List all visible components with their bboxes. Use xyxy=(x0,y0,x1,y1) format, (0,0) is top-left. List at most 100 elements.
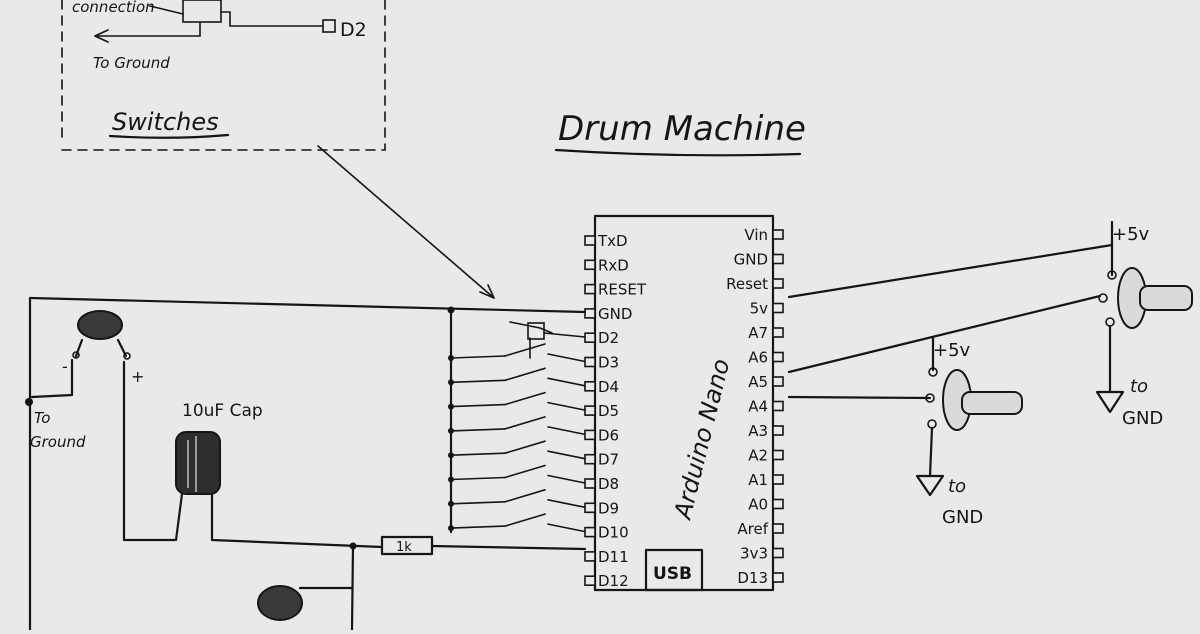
usb-label: USB xyxy=(653,564,692,584)
right-pin: A5 xyxy=(748,373,784,391)
pot1-ground-label-1: to xyxy=(1130,376,1148,397)
pin-box xyxy=(584,478,596,489)
pot2-pin-mid xyxy=(925,393,935,403)
push-switch xyxy=(448,367,586,387)
pot1-pin-bottom xyxy=(1105,317,1115,327)
pot2-supply-label: +5v xyxy=(933,340,971,361)
left-pin: D8 xyxy=(584,475,619,493)
pin-box xyxy=(584,380,596,392)
right-pin-label: A4 xyxy=(748,398,768,416)
right-pin: Vin xyxy=(744,226,784,244)
ground-junction xyxy=(25,398,33,406)
pot2-pin-bottom xyxy=(927,419,937,429)
arduino-board: Arduino Nano USB TxDRxDRESETGNDD2D3D4D5D… xyxy=(584,214,784,592)
plus-label: + xyxy=(131,367,144,386)
right-pin: A4 xyxy=(748,398,784,416)
usb-port xyxy=(644,548,704,592)
pin-box xyxy=(772,302,784,314)
left-pin: D10 xyxy=(584,524,629,542)
right-pin: D13 xyxy=(737,569,784,587)
d2-toggle-switch xyxy=(509,321,553,359)
bottom-jack-top xyxy=(257,585,303,621)
switches-inset: D2 connection To Ground Switches xyxy=(61,0,386,151)
right-pin: A7 xyxy=(748,324,784,342)
pot1-pin-mid xyxy=(1098,293,1108,303)
right-pin: A2 xyxy=(748,447,784,465)
right-pin-label: 3v3 xyxy=(740,545,768,563)
pin-box xyxy=(584,526,596,538)
pin-box xyxy=(584,356,596,368)
left-pin-label: D2 xyxy=(598,329,619,347)
push-switch xyxy=(448,513,586,533)
capacitor-highlight xyxy=(187,436,197,492)
jack-wires xyxy=(30,358,126,542)
pot1-ground-label-2: GND xyxy=(1122,408,1163,429)
jack-top xyxy=(77,310,123,340)
switches-label: Switches xyxy=(112,108,219,136)
inset-pin-label: D2 xyxy=(340,19,367,41)
pin-box xyxy=(584,308,596,319)
pin-box xyxy=(584,453,596,465)
right-pin-label: 5v xyxy=(750,300,769,318)
inset-ground-label: To Ground xyxy=(93,54,170,72)
pin-box xyxy=(584,575,596,587)
push-switch xyxy=(448,464,586,484)
left-pin: D5 xyxy=(584,402,619,420)
capacitor: 10uF Cap xyxy=(122,401,384,550)
left-pin-label: D6 xyxy=(598,426,619,444)
pot2-ground-symbol xyxy=(915,474,945,497)
pin-box xyxy=(772,498,784,510)
wire-5v xyxy=(787,243,1114,299)
right-pin-label: A1 xyxy=(748,471,768,489)
inset-wires xyxy=(94,5,324,37)
left-pin-label: D10 xyxy=(598,524,629,542)
right-pin-label: A3 xyxy=(748,422,768,440)
right-pin-label: A6 xyxy=(748,349,768,367)
left-pin-label: D7 xyxy=(598,451,619,469)
pot2-pin-top xyxy=(928,367,938,377)
left-ground-label-2: Ground xyxy=(30,433,86,451)
potentiometer-1: +5v to GND xyxy=(1095,220,1193,429)
wire-a5 xyxy=(787,294,1102,374)
pot2-ground-label-2: GND xyxy=(942,507,983,528)
pin-box xyxy=(772,474,784,485)
left-ground-label-1: To xyxy=(34,409,51,427)
pin-box xyxy=(772,572,784,583)
push-switch xyxy=(448,343,586,363)
capacitor-label: 10uF Cap xyxy=(182,401,263,421)
left-pin: D6 xyxy=(584,426,619,444)
left-pin: D4 xyxy=(584,378,619,396)
pot1-shaft xyxy=(1139,285,1193,311)
resistor: 1k xyxy=(380,535,587,556)
gnd-junction xyxy=(447,306,455,314)
left-pin-label: D12 xyxy=(598,572,629,590)
inset-switch-body xyxy=(182,0,222,23)
left-pin-label: D3 xyxy=(598,354,619,372)
left-pin-label: D8 xyxy=(598,475,619,493)
left-pin: D3 xyxy=(584,354,619,372)
pin-box xyxy=(772,376,784,387)
left-pin-label: RxD xyxy=(598,256,629,274)
pin-box xyxy=(584,502,596,514)
resistor-to-d11 xyxy=(430,544,587,551)
right-pin: A3 xyxy=(748,422,784,440)
switches-underline xyxy=(108,133,230,139)
pin-box xyxy=(584,405,596,416)
audio-jack: - + xyxy=(30,310,144,542)
right-pin-label: Aref xyxy=(737,520,768,538)
left-pin: D2 xyxy=(584,329,619,347)
pin-box xyxy=(772,547,784,559)
right-pin-label: A0 xyxy=(748,496,768,514)
potentiometer-2: +5v to GND xyxy=(915,336,1023,528)
push-switch xyxy=(448,489,586,509)
pin-box xyxy=(772,253,784,265)
pot2-ground-wire xyxy=(928,426,934,478)
pin-box xyxy=(772,278,784,289)
right-wiring xyxy=(787,243,1114,400)
page-title: Drum Machine xyxy=(558,109,806,149)
pin-box xyxy=(584,235,596,246)
pin-box xyxy=(584,283,596,295)
right-pin-label: GND xyxy=(734,251,768,269)
capacitor-leads xyxy=(122,492,384,549)
jack-legs xyxy=(74,338,128,358)
